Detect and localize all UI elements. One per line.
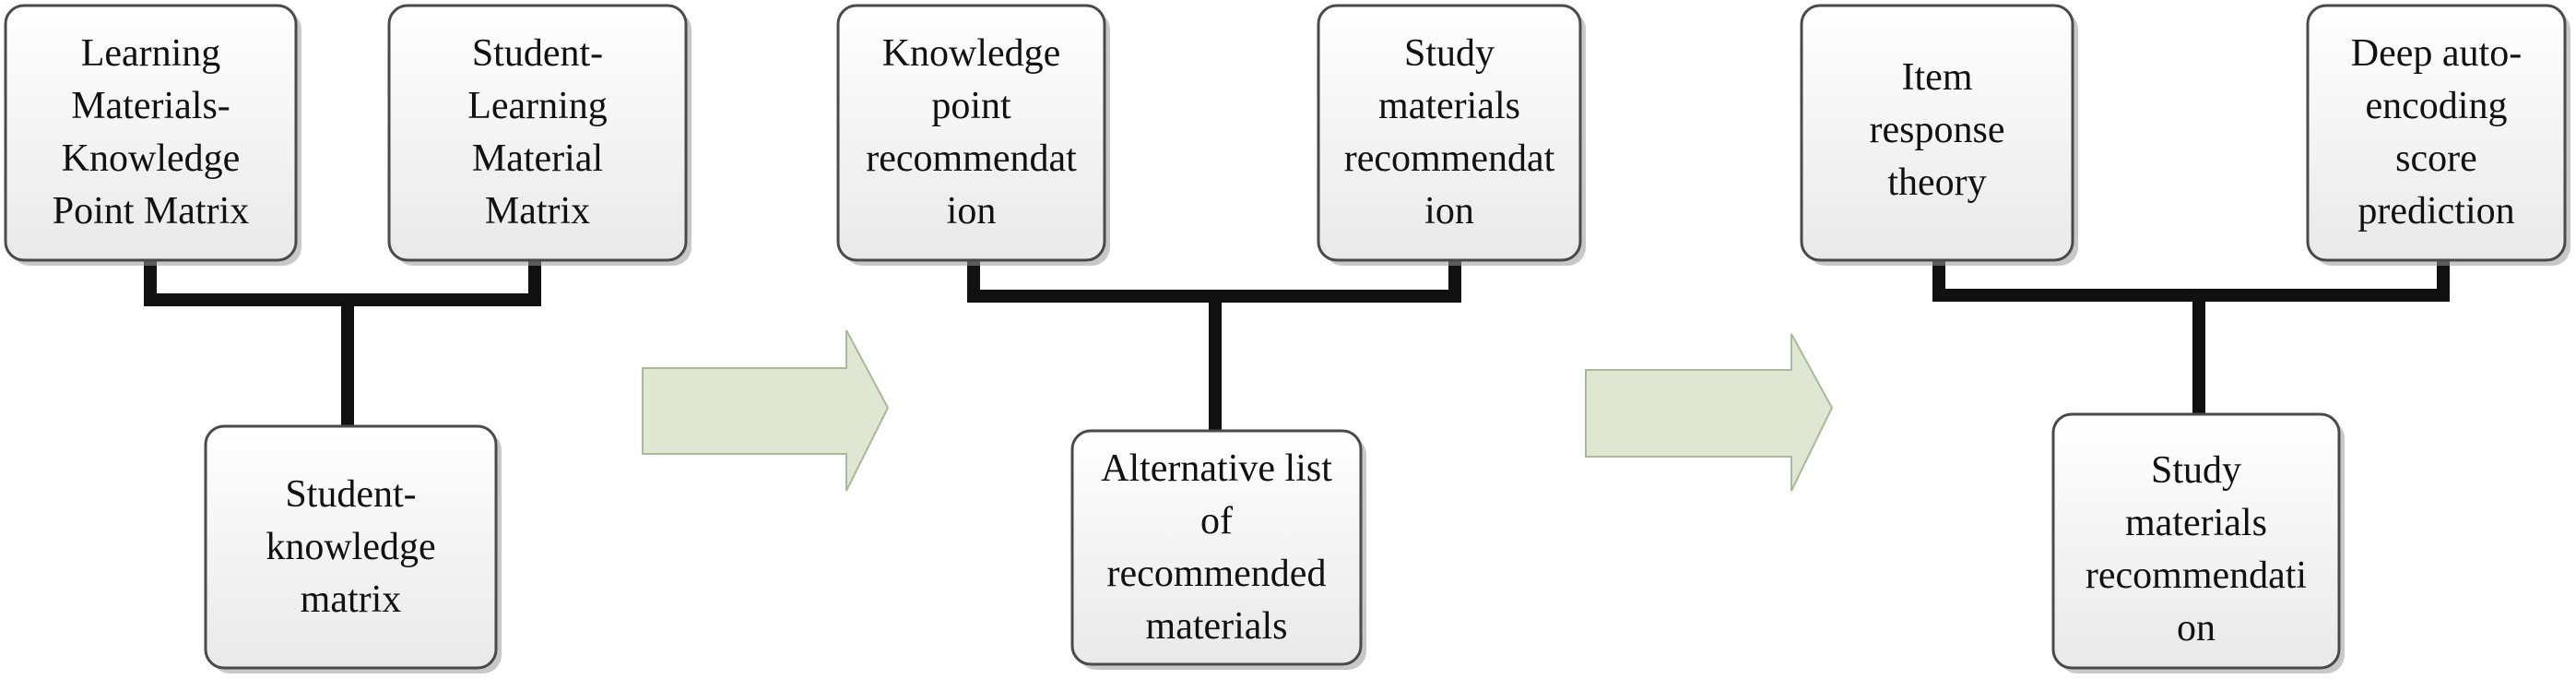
box-learning-materials-knowledge-matrix [4,4,298,262]
box-deep-autoencoding [2306,4,2567,262]
box-knowledge-point-recommendation [836,4,1106,262]
stage1-connector [144,260,541,426]
box-student-knowledge-matrix [204,424,498,670]
flow-arrow-1 [642,329,890,492]
stage2-connector [967,260,1461,431]
box-item-response-theory [1800,4,2074,262]
flow-arrow-2 [1585,333,1834,492]
box-alternative-list [1070,429,1363,666]
box-student-learning-material-matrix [387,4,688,262]
stage3-connector [1932,260,2450,414]
box-study-materials-recommendation-final [2051,412,2341,670]
box-study-materials-recommendation [1317,4,1582,262]
